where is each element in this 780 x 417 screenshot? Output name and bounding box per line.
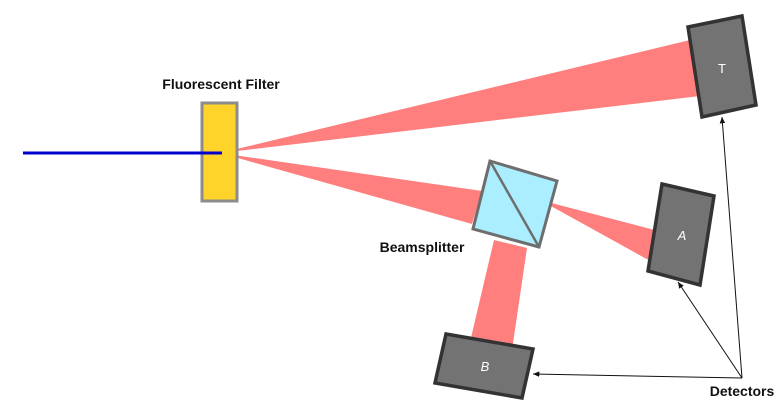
arrow-to-detector-a (677, 281, 743, 379)
detector-a-label: A (677, 228, 687, 243)
arrow-to-detector-t (719, 116, 743, 379)
detector-a: A (646, 181, 716, 288)
detector-b: B (432, 331, 536, 401)
beam-to-beamsplitter (220, 153, 482, 224)
detector-t-label: T (718, 61, 726, 76)
beamsplitter-label: Beamsplitter (380, 239, 465, 255)
beam-to-detector-t (220, 40, 700, 153)
arrow-to-detector-b (532, 371, 743, 379)
detector-b-label: B (481, 359, 490, 374)
detector-t: T (686, 13, 758, 120)
fluorescent-filter-label: Fluorescent Filter (162, 76, 280, 92)
detector-pointer-arrows (532, 116, 743, 379)
detectors-label: Detectors (710, 383, 775, 399)
beamsplitter-cube (471, 159, 559, 249)
beam-to-detector-b (470, 240, 527, 350)
beam-to-detector-a (540, 200, 662, 262)
